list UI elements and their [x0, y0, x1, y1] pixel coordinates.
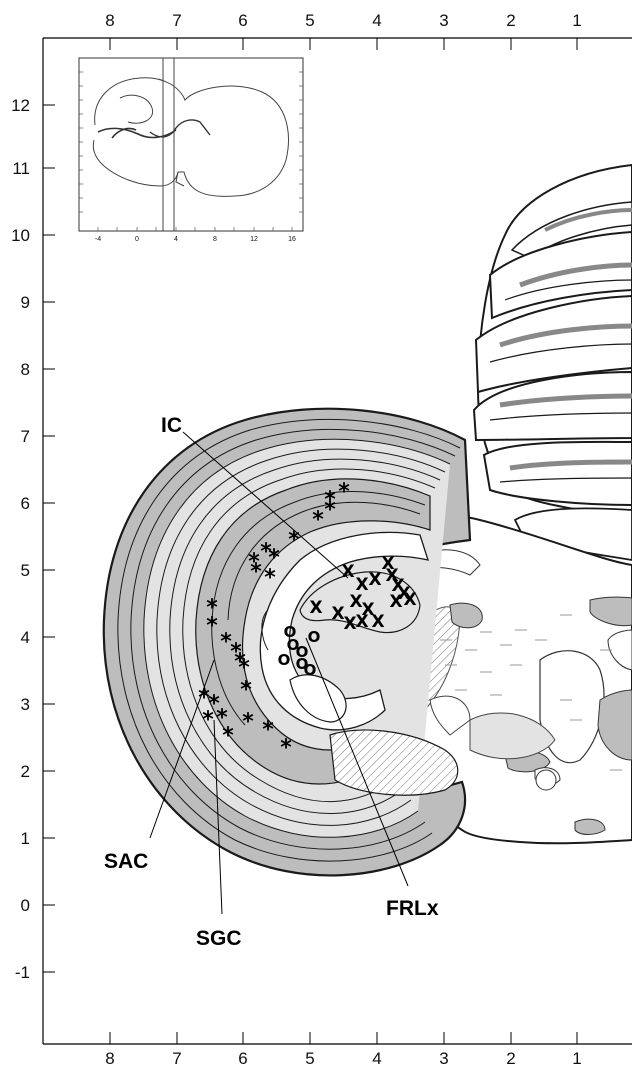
top-x-axis: 8 7 6 5 4 3 2 1 — [105, 11, 581, 50]
cross-marker: X — [368, 570, 381, 590]
asterisk-marker: * — [262, 718, 274, 743]
inset-x-tick-label: 12 — [250, 236, 258, 243]
label-frlx: FRLx — [386, 897, 439, 920]
asterisk-marker: * — [338, 480, 350, 505]
top-x-tick-label: 6 — [238, 11, 247, 30]
circle-marker: O — [308, 628, 321, 646]
bottom-x-tick-label: 6 — [238, 1049, 247, 1068]
y-tick-label: 10 — [11, 226, 30, 245]
y-tick-label: -1 — [15, 963, 30, 982]
circle-marker: O — [278, 651, 291, 669]
y-tick-label: 4 — [21, 628, 30, 647]
top-x-tick-label: 3 — [439, 11, 448, 30]
bottom-x-tick-label: 1 — [572, 1049, 581, 1068]
y-tick-label: 3 — [21, 695, 30, 714]
inset-x-tick-label: 0 — [135, 236, 139, 243]
asterisk-marker: * — [280, 736, 292, 761]
y-tick-label: 11 — [12, 159, 30, 178]
y-tick-label: 6 — [21, 494, 30, 513]
bottom-x-tick-label: 3 — [439, 1049, 448, 1068]
circle-marker: O — [304, 661, 317, 679]
y-tick-label: 5 — [21, 561, 30, 580]
label-sac: SAC — [104, 850, 148, 873]
cross-marker: X — [341, 562, 354, 582]
cross-marker: X — [389, 592, 402, 612]
y-tick-label: 1 — [21, 829, 30, 848]
top-x-tick-label: 2 — [506, 11, 515, 30]
top-x-tick-label: 1 — [572, 11, 581, 30]
inset-x-tick-label: 16 — [288, 236, 296, 243]
bottom-x-axis: 8 7 6 5 4 3 2 1 — [105, 1032, 581, 1068]
top-x-tick-label: 4 — [372, 11, 381, 30]
asterisk-marker: * — [202, 708, 214, 733]
bottom-x-tick-label: 4 — [372, 1049, 381, 1068]
asterisk-marker: * — [240, 678, 252, 703]
y-tick-label: 8 — [21, 360, 30, 379]
top-x-tick-label: 8 — [105, 11, 114, 30]
asterisk-marker: * — [242, 710, 254, 735]
y-tick-label: 9 — [21, 293, 30, 312]
inset-x-tick-label: 4 — [174, 236, 178, 243]
inset-overview: -4 0 4 8 12 16 — [79, 58, 303, 243]
y-tick-label: 12 — [11, 96, 30, 115]
cross-marker: X — [371, 612, 384, 632]
label-sgc: SGC — [196, 927, 242, 950]
bottom-x-tick-label: 7 — [172, 1049, 181, 1068]
cross-marker: X — [309, 598, 322, 618]
asterisk-marker: * — [222, 724, 234, 749]
top-x-tick-label: 5 — [305, 11, 314, 30]
asterisk-marker: * — [250, 560, 262, 585]
cerebellum — [474, 165, 632, 560]
asterisk-marker: * — [312, 508, 324, 533]
left-y-axis: 12 11 10 9 8 7 6 5 4 3 2 1 0 -1 — [11, 96, 55, 982]
bottom-x-tick-label: 5 — [305, 1049, 314, 1068]
asterisk-marker: * — [324, 498, 336, 523]
bottom-x-tick-label: 8 — [105, 1049, 114, 1068]
cross-marker: X — [403, 590, 416, 610]
y-tick-label: 0 — [21, 896, 30, 915]
asterisk-marker: * — [288, 528, 300, 553]
asterisk-marker: * — [264, 566, 276, 591]
y-tick-label: 7 — [21, 427, 30, 446]
asterisk-marker: * — [206, 614, 218, 639]
y-tick-label: 2 — [21, 762, 30, 781]
cross-marker: X — [355, 612, 368, 632]
top-x-tick-label: 7 — [172, 11, 181, 30]
inset-x-tick-label: -4 — [95, 236, 101, 243]
label-ic: IC — [161, 414, 182, 437]
bottom-x-tick-label: 2 — [506, 1049, 515, 1068]
inset-x-tick-label: 8 — [213, 236, 217, 243]
